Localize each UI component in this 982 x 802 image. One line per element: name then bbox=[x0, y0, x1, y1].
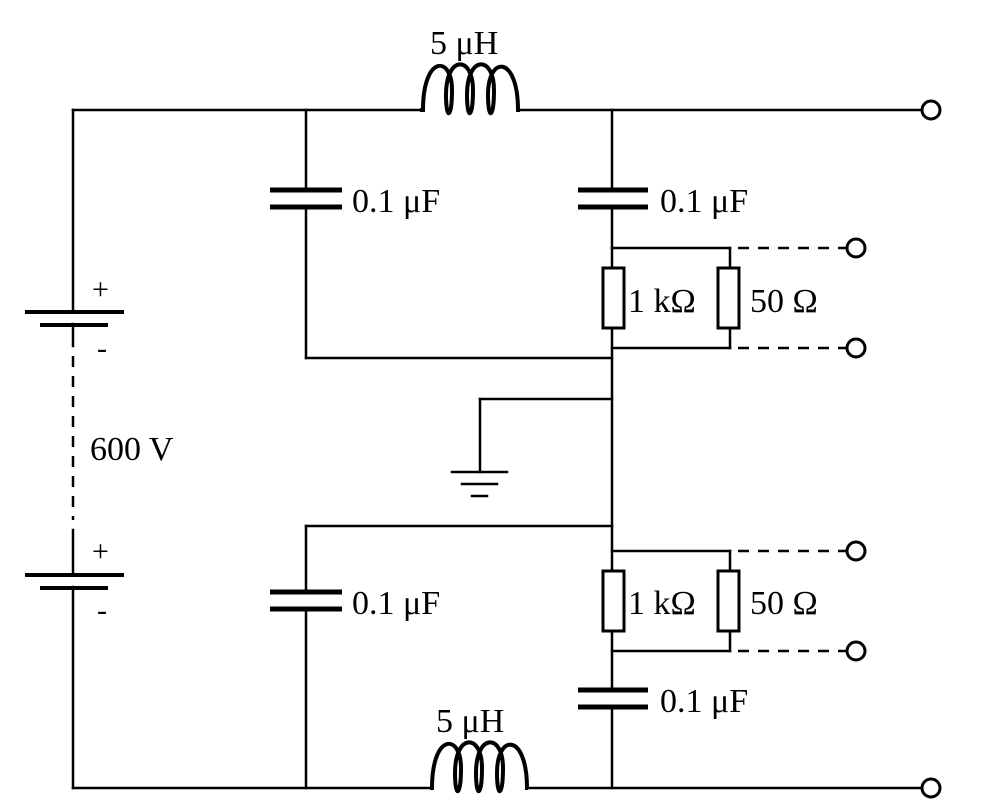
resistor-top-1k bbox=[601, 266, 626, 330]
res-top-main-label: 1 kΩ bbox=[628, 283, 696, 320]
terminal-bottom-output bbox=[920, 777, 942, 799]
inductor-bottom bbox=[430, 740, 529, 794]
bottom-resistor-network-wire bbox=[610, 549, 848, 653]
capacitor-top-right bbox=[578, 187, 648, 210]
terminal-bottom-upper bbox=[845, 540, 867, 562]
res-bottom-load-label: 50 Ω bbox=[750, 585, 818, 622]
res-top-load-label: 50 Ω bbox=[750, 283, 818, 320]
cap-bottom-left-wire bbox=[304, 524, 614, 790]
ground-symbol bbox=[450, 470, 509, 498]
capacitor-bottom-left bbox=[270, 589, 342, 612]
cap-bottom-left-label: 0.1 μF bbox=[352, 585, 440, 622]
cap-bottom-right-label: 0.1 μF bbox=[660, 683, 748, 720]
cap-top-left-wire bbox=[304, 108, 614, 360]
capacitor-bottom-right bbox=[578, 687, 648, 710]
resistor-bottom-50 bbox=[716, 569, 741, 633]
battery-upper-minus: - bbox=[97, 332, 107, 365]
terminal-top-lower bbox=[845, 337, 867, 359]
battery-lower-minus: - bbox=[97, 594, 107, 627]
battery-cell-lower bbox=[25, 573, 124, 590]
supply-voltage-label: 600 V bbox=[90, 431, 174, 468]
res-bottom-main-label: 1 kΩ bbox=[628, 585, 696, 622]
inductor-top-label: 5 μH bbox=[430, 25, 498, 62]
terminal-top-upper bbox=[845, 237, 867, 259]
resistor-top-50 bbox=[716, 266, 741, 330]
cap-top-left-label: 0.1 μF bbox=[352, 183, 440, 220]
ground-wire bbox=[478, 397, 614, 474]
top-resistor-network-wire bbox=[610, 246, 848, 350]
inductor-bottom-label: 5 μH bbox=[436, 703, 504, 740]
battery-upper-plus: + bbox=[92, 273, 109, 306]
capacitor-top-left bbox=[270, 187, 342, 210]
cap-top-right-label: 0.1 μF bbox=[660, 183, 748, 220]
terminal-top-output bbox=[920, 99, 942, 121]
terminal-bottom-lower bbox=[845, 640, 867, 662]
inductor-top bbox=[420, 62, 520, 116]
resistor-bottom-1k bbox=[601, 569, 626, 633]
battery-cell-upper bbox=[25, 310, 124, 327]
battery-lower-plus: + bbox=[92, 535, 109, 568]
